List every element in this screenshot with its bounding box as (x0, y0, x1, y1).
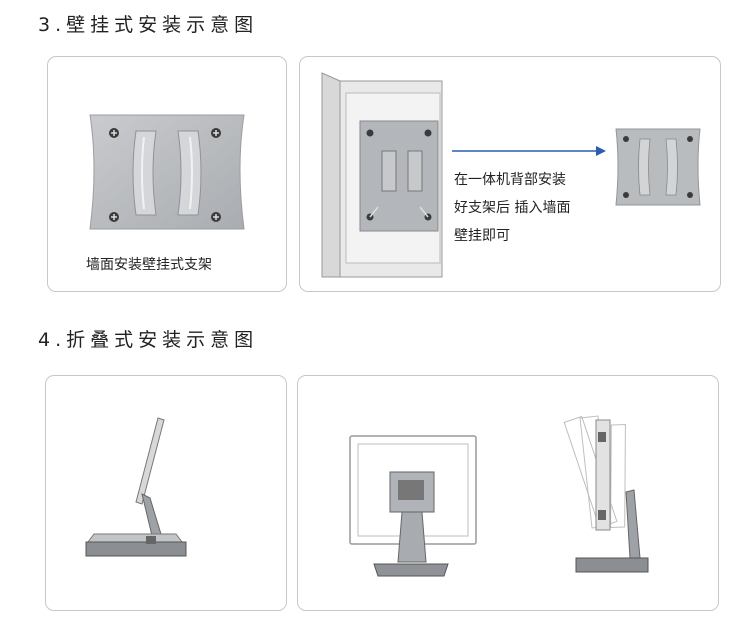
arrow-right-icon (452, 146, 606, 156)
folding-stand-side-illustration (85, 417, 187, 557)
wall-bracket-panel: 墙面安装壁挂式支架 (47, 56, 287, 292)
install-text-line2: 好支架后 插入墙面 (454, 200, 571, 216)
section3-heading: 3.壁挂式安装示意图 (38, 14, 259, 36)
wall-mount-install-panel: 在一体机背部安装 好支架后 插入墙面 壁挂即可 (299, 56, 721, 292)
monitor-front-illustration (349, 435, 477, 577)
section4-heading: 4.折叠式安装示意图 (38, 329, 259, 351)
monitor-back-illustration (321, 72, 443, 278)
small-bracket-illustration (615, 128, 701, 206)
folding-views-panel (297, 375, 719, 611)
wall-bracket-caption: 墙面安装壁挂式支架 (86, 257, 212, 273)
folding-angles-illustration (563, 415, 649, 573)
install-text-line1: 在一体机背部安装 (454, 172, 566, 188)
install-text-line3: 壁挂即可 (454, 228, 510, 244)
folding-side-panel (45, 375, 287, 611)
wall-bracket-illustration (89, 114, 245, 230)
